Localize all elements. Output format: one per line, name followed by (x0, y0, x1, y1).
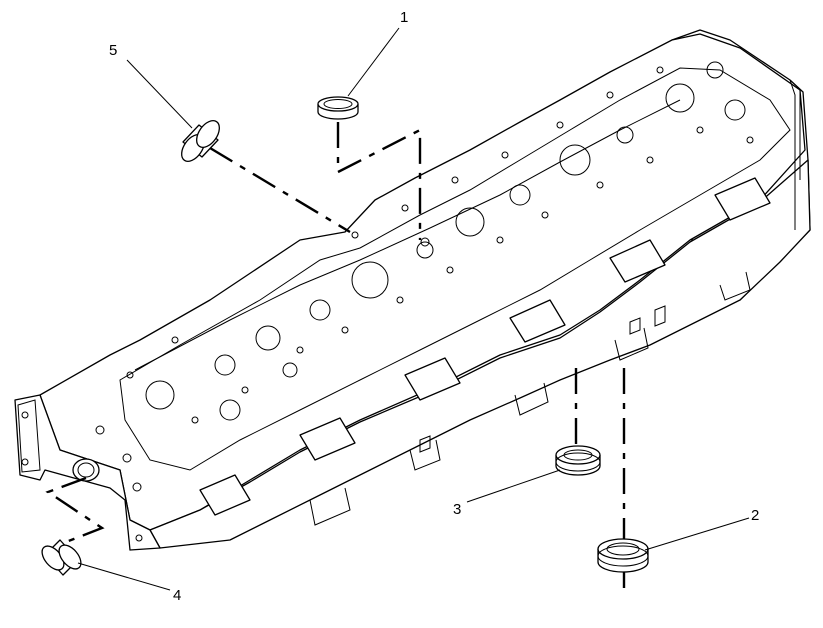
front-ribs (309, 271, 751, 526)
part-2-seal (597, 538, 649, 573)
bolt-holes (95, 66, 754, 463)
part-3-seal (555, 445, 601, 476)
line-part-5 (209, 146, 351, 234)
line-part-1 (336, 122, 422, 240)
callout-3: 3 (453, 501, 461, 518)
callout-1: 1 (400, 9, 408, 26)
callout-5: 5 (109, 42, 117, 59)
callout-4: 4 (173, 587, 181, 604)
assembly-lines (45, 122, 626, 588)
combustion-ports (145, 61, 746, 421)
cylinder-head (14, 29, 811, 551)
leader-lines (77, 27, 750, 591)
callout-2: 2 (751, 507, 759, 524)
head-end-port (72, 458, 100, 482)
part-1-cup-plug (317, 96, 359, 120)
gasket-outline (119, 67, 791, 471)
port-windows (199, 177, 771, 516)
part-4-cup-plug (41, 539, 82, 576)
part-5-cup-plug (181, 120, 220, 162)
line-part-4 (45, 476, 105, 544)
